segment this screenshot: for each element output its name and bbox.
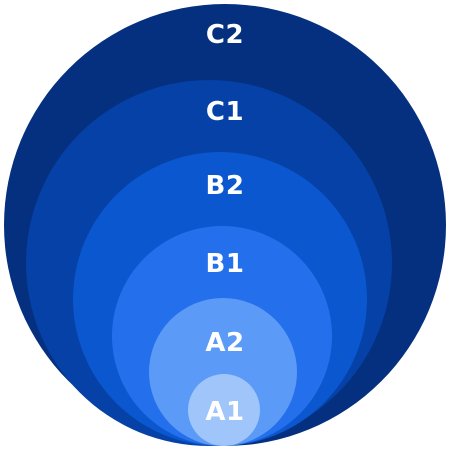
level-label-c2: C2 xyxy=(205,20,245,50)
level-circle-a1 xyxy=(188,374,260,446)
level-label-a2: A2 xyxy=(205,328,245,358)
level-label-c1: C1 xyxy=(205,97,245,127)
level-label-b2: B2 xyxy=(205,171,245,201)
level-label-b1: B1 xyxy=(205,249,245,279)
level-label-a1: A1 xyxy=(205,397,245,427)
